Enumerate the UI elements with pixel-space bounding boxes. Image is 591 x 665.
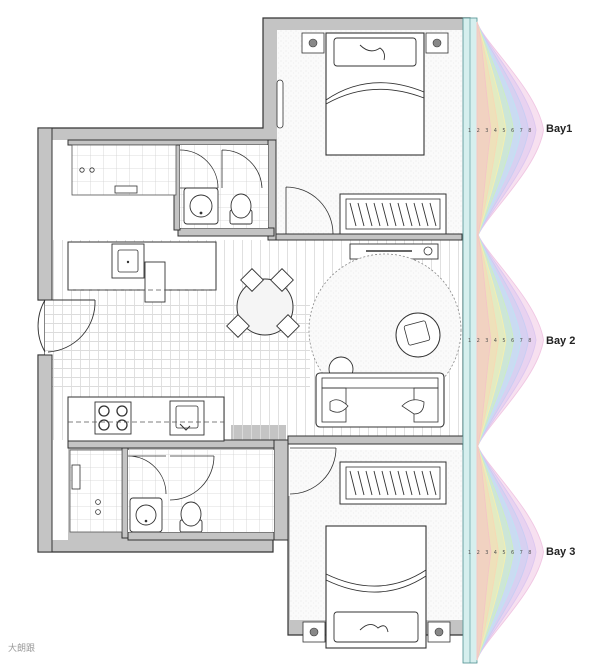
partition-walls: [37, 127, 465, 553]
bay-segment-number: 3: [485, 128, 488, 134]
shower-icon: [69, 449, 123, 533]
toilet-icon: [229, 193, 253, 225]
upper-bathroom: [71, 144, 268, 228]
bedroom-2: [289, 447, 451, 649]
bay-segment-number: 6: [511, 128, 514, 134]
round-rug-icon: [308, 253, 462, 407]
bay-segment-number: 8: [528, 550, 531, 556]
basin-icon: [129, 497, 163, 533]
bay-1-label: Bay1: [546, 123, 572, 135]
toilet-icon: [179, 501, 203, 533]
wardrobe-icon: [339, 193, 447, 235]
bay-segment-number: 8: [528, 338, 531, 344]
bay-segment-number: 2: [477, 550, 480, 556]
sofa-icon: [315, 372, 445, 428]
entry-door: [37, 299, 96, 353]
bay-segment-number: 7: [520, 550, 523, 556]
bay-segment-number: 1: [468, 550, 471, 556]
kitchen-lower-bench: [67, 396, 225, 442]
watermark: 大朗跟: [8, 642, 35, 654]
bay-segment-number: 5: [502, 128, 505, 134]
door-swing-icon: [285, 186, 334, 235]
door-swing-icon: [127, 455, 215, 501]
door-swing-icon: [179, 149, 263, 189]
stove-icon: [94, 401, 132, 435]
bay-segment-number: 7: [520, 128, 523, 134]
wardrobe-icon: [339, 461, 447, 505]
bay-segment-number: 3: [485, 338, 488, 344]
bedroom-1: [276, 32, 449, 235]
bay-segment-number: 1: [468, 338, 471, 344]
bay-segment-number: 4: [494, 338, 497, 344]
bay-segment-number: 6: [511, 550, 514, 556]
kitchen-upper-bench: [67, 241, 217, 303]
basin-icon: [183, 187, 219, 225]
bay-segment-number: 1: [468, 128, 471, 134]
bay-segment-number: 6: [511, 338, 514, 344]
bay-wedge: [476, 21, 492, 239]
bay-wedge: [476, 231, 492, 449]
bay-segment-number: 5: [502, 550, 505, 556]
bay-segment-number: 3: [485, 550, 488, 556]
bay-2-label: Bay 2: [546, 335, 575, 347]
bay-segment-number: 4: [494, 128, 497, 134]
bed-icon: [325, 32, 425, 156]
bay-segment-number: 2: [477, 338, 480, 344]
dining-table-icon: [226, 268, 300, 338]
bay-segment-number: 5: [502, 338, 505, 344]
lower-bathroom: [69, 449, 274, 533]
bed-icon: [325, 525, 427, 649]
bay-segment-number: 4: [494, 550, 497, 556]
bay-segment-number: 8: [528, 128, 531, 134]
bay-segment-number: 2: [477, 128, 480, 134]
sink-icon: [169, 400, 205, 436]
bay-segment-number: 7: [520, 338, 523, 344]
bay-wedge: [476, 443, 492, 661]
door-swing-icon: [289, 447, 337, 495]
bay-3-label: Bay 3: [546, 546, 575, 558]
